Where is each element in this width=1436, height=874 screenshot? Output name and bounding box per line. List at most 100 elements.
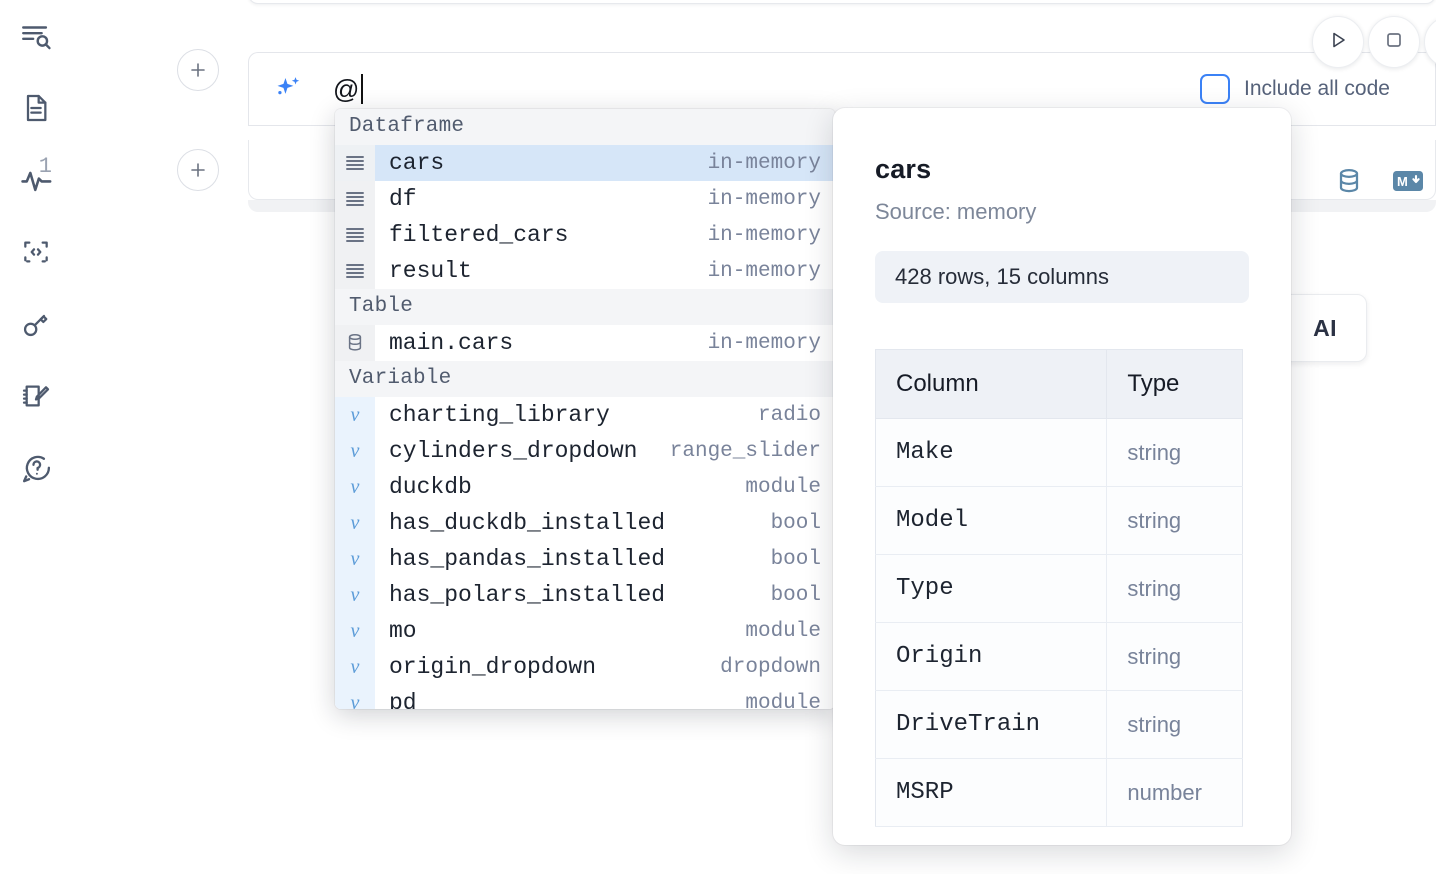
autocomplete-item-name: mo [389, 618, 417, 644]
autocomplete-item-name: has_polars_installed [389, 582, 666, 608]
autocomplete-item[interactable]: df in-memory [335, 181, 835, 217]
schema-column-name: MSRP [875, 758, 1108, 827]
scratchpad-icon [20, 380, 52, 412]
stop-square-icon [1383, 29, 1405, 56]
variable-icon: v [335, 613, 375, 649]
autocomplete-item-type: in-memory [707, 223, 821, 247]
variable-icon: v [335, 397, 375, 433]
header-column: Column [875, 349, 1108, 419]
dataframe-preview-panel: cars Source: memory 428 rows, 15 columns… [833, 108, 1291, 845]
autocomplete-item[interactable]: v has_polars_installed bool [335, 577, 835, 613]
play-icon [1326, 28, 1350, 57]
sidebar-rail [0, 0, 72, 874]
cell-above-partial [248, 0, 1436, 4]
autocomplete-item-name: cylinders_dropdown [389, 438, 638, 464]
activity-icon [19, 163, 53, 197]
run-button[interactable] [1312, 16, 1364, 68]
schema-column-name: Type [875, 554, 1108, 623]
database-icon[interactable] [1334, 166, 1364, 201]
autocomplete-item-type: in-memory [707, 187, 821, 211]
variable-icon: v [335, 541, 375, 577]
preview-source: Source: memory [875, 199, 1037, 224]
variable-icon: v [335, 469, 375, 505]
autocomplete-item-type: module [745, 475, 821, 499]
embed-icon [20, 236, 52, 268]
schema-column-type: string [1106, 486, 1243, 555]
autocomplete-group-header: Variable [335, 361, 835, 397]
include-all-code-row[interactable]: Include all code [1200, 74, 1390, 104]
autocomplete-item[interactable]: filtered_cars in-memory [335, 217, 835, 253]
dataframe-icon [335, 217, 375, 253]
schema-column-name: Make [875, 418, 1108, 487]
stop-button[interactable] [1368, 16, 1420, 68]
autocomplete-item-type: bool [770, 583, 821, 607]
autocomplete-item-name: pd [389, 690, 417, 709]
variable-icon: v [335, 577, 375, 613]
autocomplete-item-name: cars [389, 150, 445, 176]
database-icon [335, 325, 375, 361]
autocomplete-item-type: bool [770, 547, 821, 571]
include-all-code-checkbox[interactable] [1200, 74, 1230, 104]
autocomplete-item-type: module [745, 691, 821, 710]
add-cell-below-button[interactable] [177, 149, 219, 191]
autocomplete-item-type: in-memory [707, 331, 821, 355]
autocomplete-group-header: Table [335, 289, 835, 325]
text-caret [360, 74, 363, 104]
dataframe-icon [335, 253, 375, 289]
autocomplete-item-type: dropdown [720, 655, 821, 679]
markdown-icon[interactable]: M [1392, 169, 1424, 198]
variable-icon: v [335, 649, 375, 685]
schema-column-name: DriveTrain [875, 690, 1108, 759]
svg-text:M: M [1397, 174, 1408, 189]
explore-icon [19, 19, 53, 53]
cell-output-icons: M [1334, 166, 1424, 201]
ai-pill-label: AI [1313, 314, 1337, 341]
plus-icon [189, 161, 207, 179]
sidebar-item-notebook[interactable] [14, 86, 58, 130]
schema-column-type: number [1106, 758, 1243, 827]
autocomplete-item-name: has_duckdb_installed [389, 510, 666, 536]
sidebar-item-activity[interactable] [14, 158, 58, 202]
add-cell-above-button[interactable] [177, 49, 219, 91]
dataframe-icon [335, 181, 375, 217]
sidebar-item-embed[interactable] [14, 230, 58, 274]
dataframe-icon [335, 145, 375, 181]
autocomplete-item[interactable]: main.cars in-memory [335, 325, 835, 361]
autocomplete-item-name: result [389, 258, 472, 284]
sidebar-item-scratchpad[interactable] [14, 374, 58, 418]
ai-prompt-input[interactable]: @ [333, 74, 363, 105]
sidebar-item-secrets[interactable] [14, 302, 58, 346]
autocomplete-item-name: main.cars [389, 330, 514, 356]
sidebar-item-explore[interactable] [14, 14, 58, 58]
autocomplete-item-type: bool [770, 511, 821, 535]
sparkle-ai-icon [271, 72, 305, 106]
autocomplete-item-name: df [389, 186, 417, 212]
schema-column-type: string [1106, 690, 1243, 759]
schema-column-name: Origin [875, 622, 1108, 691]
autocomplete-item-type: range_slider [669, 439, 821, 463]
autocomplete-item-name: duckdb [389, 474, 472, 500]
header-type: Type [1106, 349, 1243, 419]
sidebar-item-help[interactable] [14, 446, 58, 490]
variable-icon: v [335, 685, 375, 709]
autocomplete-item-name: filtered_cars [389, 222, 569, 248]
schema-column-name: Model [875, 486, 1108, 555]
